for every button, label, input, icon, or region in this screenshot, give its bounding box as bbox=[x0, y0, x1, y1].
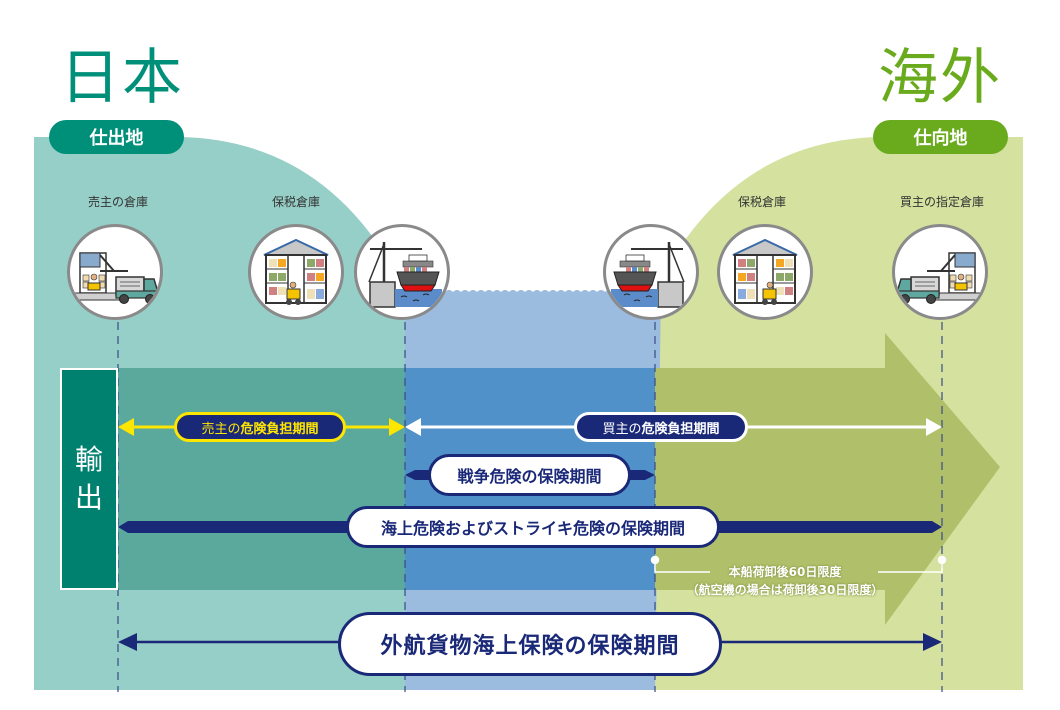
buyer-warehouse-truck-icon bbox=[892, 224, 988, 320]
seller-warehouse-label: 売主の倉庫 bbox=[87, 195, 148, 209]
destination-place-badge: 仕向地 bbox=[873, 120, 1008, 154]
buyer-risk-period-label: 買主の危険負担期間 bbox=[574, 412, 748, 442]
band-left bbox=[118, 368, 405, 590]
destination-bonded-warehouse-label: 保税倉庫 bbox=[737, 195, 786, 209]
seller-risk-emph: 危険負担期間 bbox=[240, 421, 319, 437]
sixty-day-bracket bbox=[650, 555, 947, 573]
war-risk-period-label: 戦争危険の保険期間 bbox=[428, 454, 631, 496]
export-char-1: 輸 bbox=[74, 443, 103, 477]
buyer-risk-prefix: 買主の bbox=[602, 421, 642, 437]
destination-bonded-warehouse-icon bbox=[717, 224, 813, 320]
buyer-warehouse-label: 買主の指定倉庫 bbox=[899, 195, 984, 209]
export-char-2: 出 bbox=[74, 481, 103, 514]
buyer-risk-emph: 危険負担期間 bbox=[641, 421, 720, 437]
flow-arrow-shape bbox=[655, 333, 1000, 625]
bonded-warehouse-icon bbox=[248, 224, 344, 320]
overseas-title: 海外 bbox=[878, 43, 1002, 113]
marine-strike-period-label: 海上危険およびストライキ危険の保険期間 bbox=[346, 506, 720, 548]
destination-port-ship-icon bbox=[603, 224, 699, 320]
note-line-1: 本船荷卸後60日限度 bbox=[728, 565, 842, 579]
origin-bonded-warehouse-label: 保税倉庫 bbox=[271, 195, 320, 209]
origin-port-ship-icon bbox=[354, 224, 450, 320]
origin-place-badge: 仕出地 bbox=[49, 120, 184, 154]
seller-risk-prefix: 売主の bbox=[201, 421, 241, 437]
note-line-2: （航空機の場合は荷卸後30日限度） bbox=[686, 583, 884, 597]
sixty-day-limit-note: 本船荷卸後60日限度 （航空機の場合は荷卸後30日限度） bbox=[660, 563, 910, 599]
warehouse-truck-icon bbox=[67, 224, 163, 320]
seller-risk-period-label: 売主の危険負担期間 bbox=[174, 412, 346, 442]
japan-title: 日本 bbox=[60, 43, 184, 113]
cargo-insurance-period-label: 外航貨物海上保険の保険期間 bbox=[338, 612, 722, 676]
export-label-box: 輸 出 bbox=[60, 368, 118, 590]
